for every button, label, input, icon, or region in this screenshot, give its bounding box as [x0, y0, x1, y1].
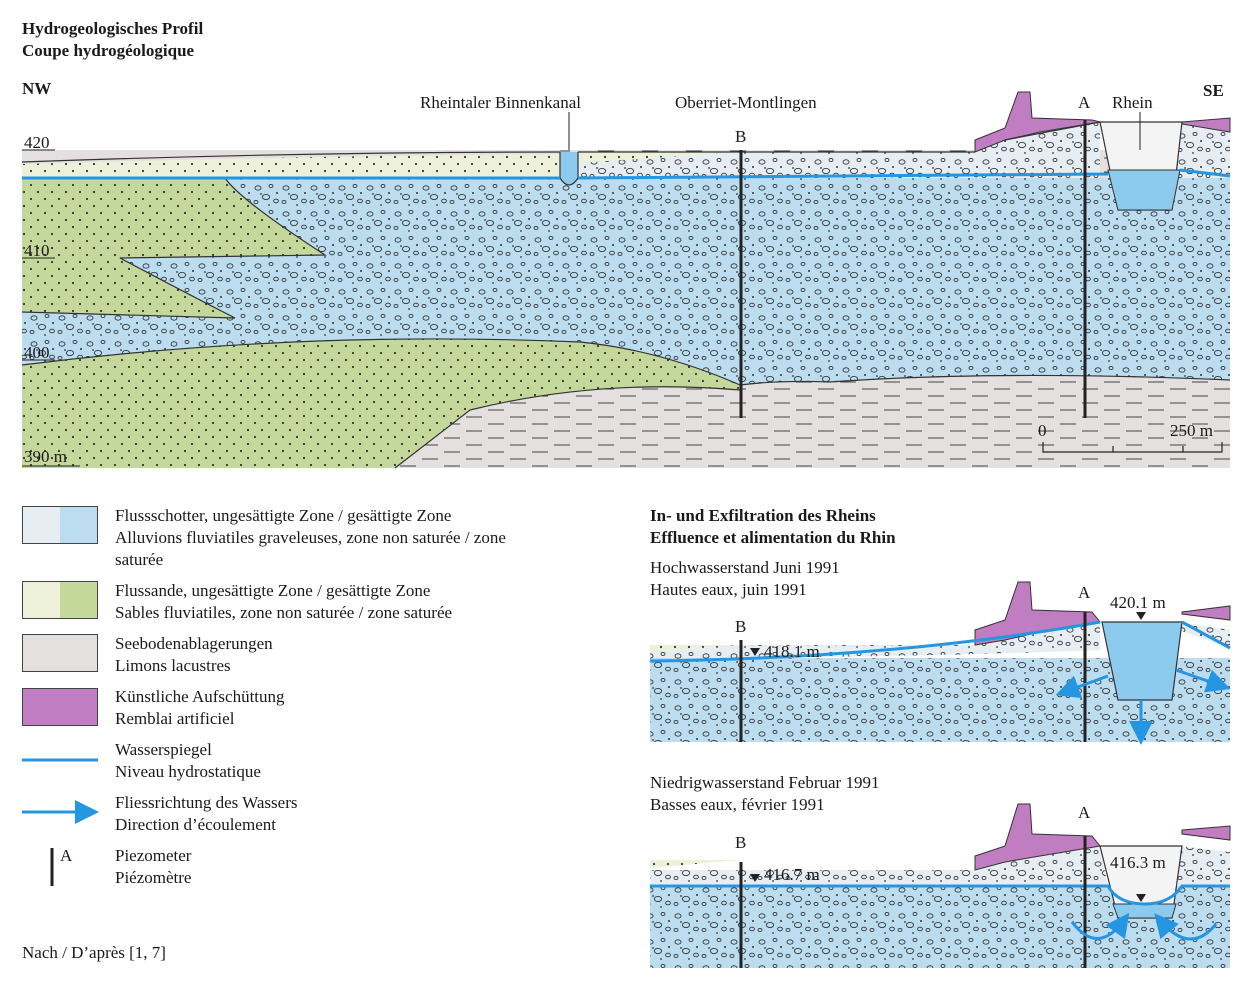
- inset-title-fr: Effluence et alimentation du Rhin: [650, 527, 896, 549]
- legend-swatch-lake: [22, 634, 98, 672]
- legend-flow-line1: Fliessrichtung des Wassers: [115, 792, 297, 814]
- inset-high-level-b: 418.1 m: [764, 641, 820, 663]
- scale-end: 250 m: [1170, 420, 1213, 442]
- inset-high-level-rhein: 420.1 m: [1110, 592, 1166, 614]
- inset-low-de: Niedrigwasserstand Februar 1991: [650, 772, 879, 794]
- label-nw: NW: [22, 78, 51, 100]
- legend-fill-line2: Remblai artificiel: [115, 708, 234, 730]
- legend-gravel-line3: saturée: [115, 549, 163, 571]
- inset-low-level-b: 416.7 m: [764, 864, 820, 886]
- legend-piezo-letter: A: [60, 845, 72, 867]
- legend-sand-line1: Flussande, ungesättigte Zone / gesättigt…: [115, 580, 430, 602]
- inset-high-b: B: [735, 616, 746, 638]
- label-piezo-b: B: [735, 126, 746, 148]
- inset-low-a: A: [1078, 802, 1090, 824]
- inset-high-fill-se: [1182, 606, 1230, 620]
- title-fr: Coupe hydrogéologique: [22, 40, 194, 62]
- legend-swatch-sand: [22, 581, 98, 619]
- label-piezo-a: A: [1078, 92, 1090, 114]
- main-profile: [22, 92, 1230, 468]
- inset-high-fr: Hautes eaux, juin 1991: [650, 579, 807, 601]
- elev-420: 420: [24, 132, 50, 154]
- source-note: Nach / D’après [1, 7]: [22, 942, 166, 964]
- inset-high-de: Hochwasserstand Juni 1991: [650, 557, 840, 579]
- legend-gravel-line2: Alluvions fluviatiles graveleuses, zone …: [115, 527, 506, 549]
- legend-lake-line1: Seebodenablagerungen: [115, 633, 273, 655]
- legend-fill-line1: Künstliche Aufschüttung: [115, 686, 285, 708]
- legend-sand-line2: Sables fluviatiles, zone non saturée / z…: [115, 602, 452, 624]
- legend-piezo-line2: Piézomètre: [115, 867, 191, 889]
- inset-low-fr: Basses eaux, février 1991: [650, 794, 825, 816]
- legend-piezo-line1: Piezometer: [115, 845, 191, 867]
- inset-low-river: [1113, 904, 1176, 918]
- inset-low-unsat-se: [1178, 846, 1230, 886]
- legend-swatch-fill: [22, 688, 98, 726]
- legend-water-line2: Niveau hydrostatique: [115, 761, 261, 783]
- label-binnenkanal: Rheintaler Binnenkanal: [420, 92, 581, 114]
- inset-low-b: B: [735, 832, 746, 854]
- legend-gravel-line1: Flussschotter, ungesättigte Zone / gesät…: [115, 505, 451, 527]
- label-se: SE: [1203, 80, 1224, 102]
- elev-400: 400: [24, 342, 50, 364]
- inset-low-sand: [650, 860, 740, 868]
- legend-lake-line2: Limons lacustres: [115, 655, 231, 677]
- legend-swatch-gravel: [22, 506, 98, 544]
- inset-low-water: [650, 804, 1230, 968]
- elev-390: 390 m: [24, 446, 67, 468]
- inset-low-level-rhein: 416.3 m: [1110, 852, 1166, 874]
- label-rhein: Rhein: [1112, 92, 1153, 114]
- inset-title-de: In- und Exfiltration des Rheins: [650, 505, 876, 527]
- legend-water-line1: Wasserspiegel: [115, 739, 212, 761]
- label-oberriet: Oberriet-Montlingen: [675, 92, 817, 114]
- inset-high-a: A: [1078, 582, 1090, 604]
- title-de: Hydrogeologisches Profil: [22, 18, 203, 40]
- binnenkanal-channel: [560, 152, 578, 185]
- scale-start: 0: [1038, 420, 1047, 442]
- inset-low-fill-se: [1182, 826, 1230, 840]
- elev-410: 410: [24, 240, 50, 262]
- legend-flow-line2: Direction d’écoulement: [115, 814, 276, 836]
- rhine-water: [1108, 170, 1180, 210]
